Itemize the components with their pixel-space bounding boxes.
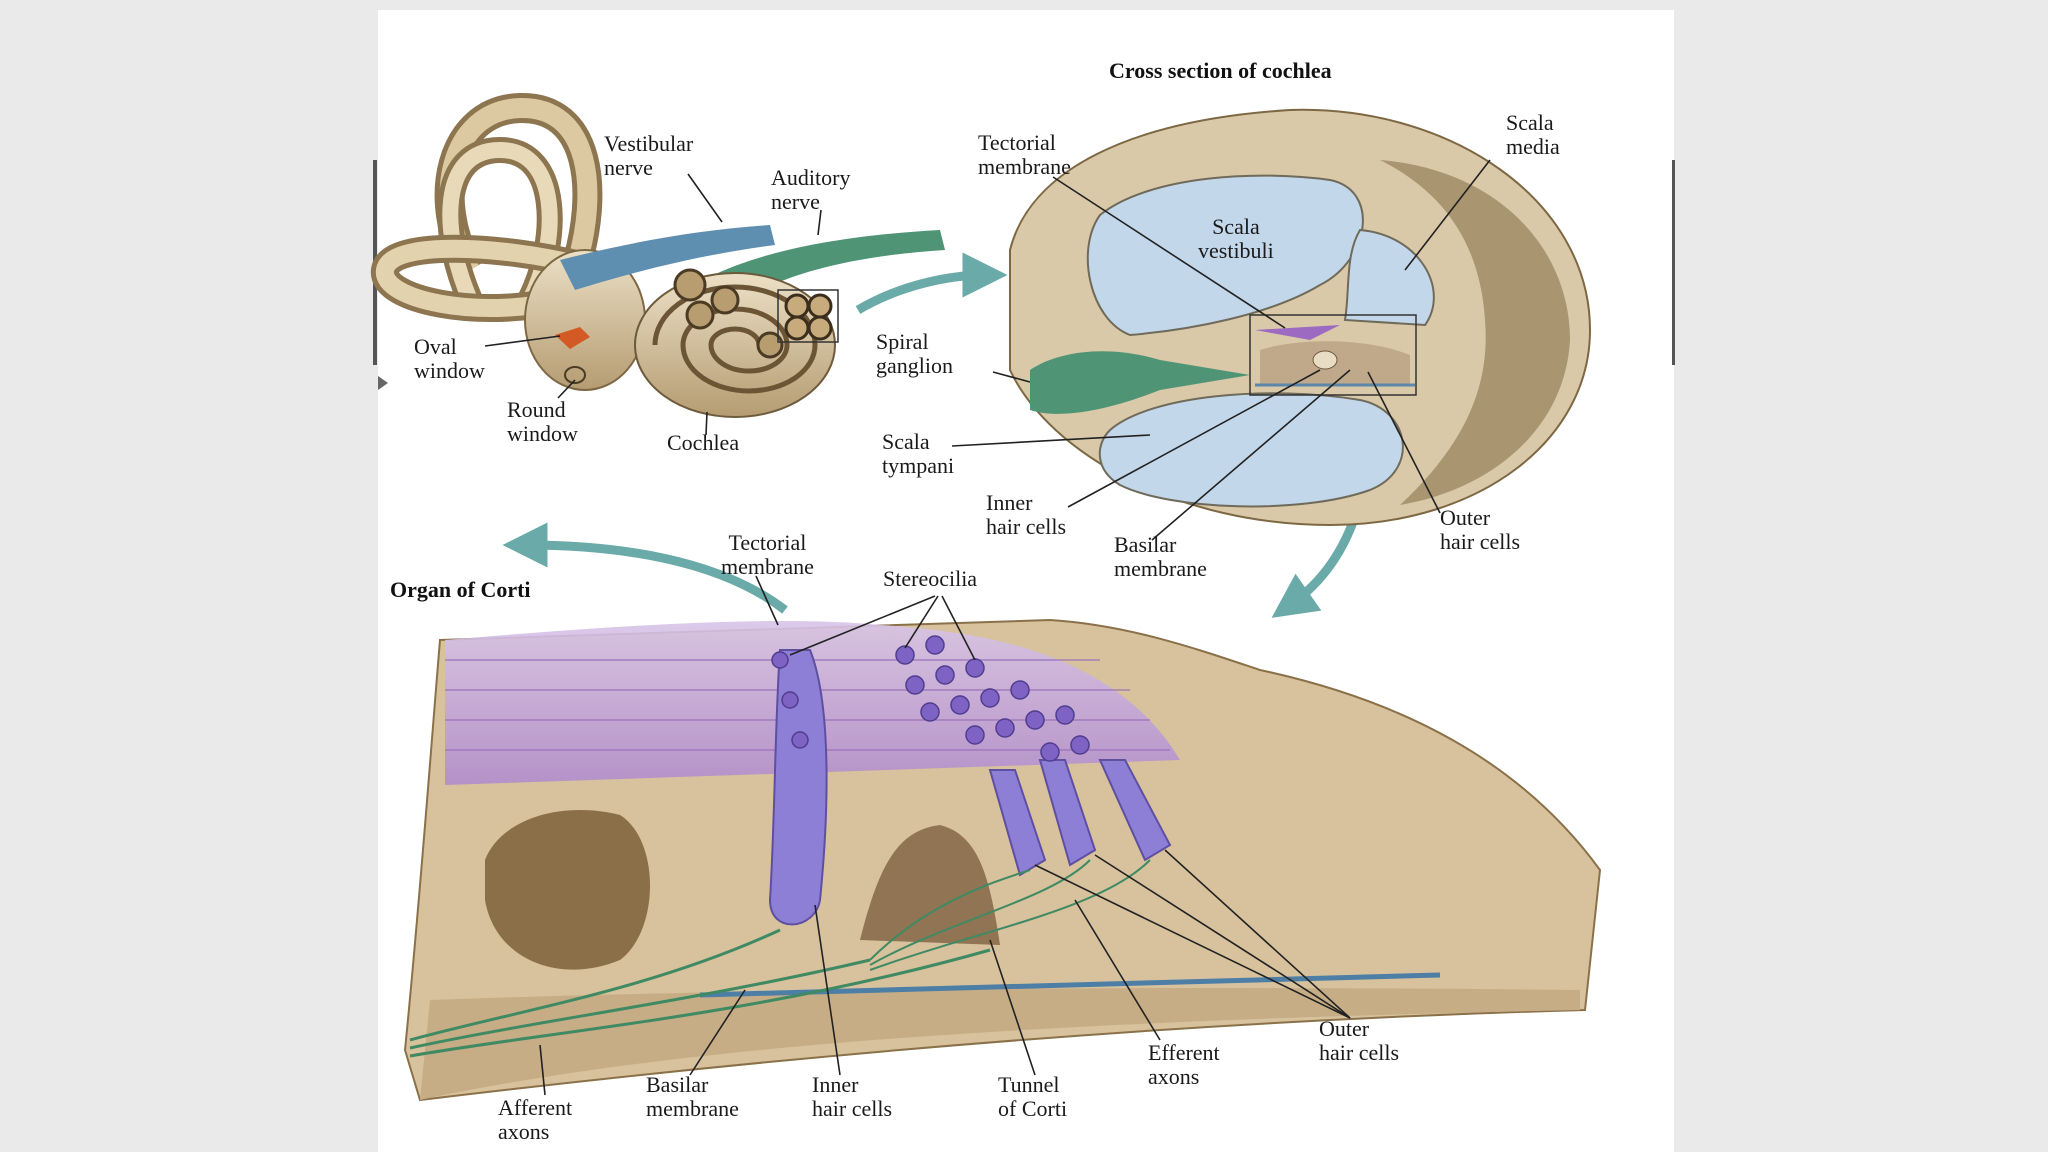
inner-ear-illustration xyxy=(371,92,945,418)
spiral-ganglion-fibers xyxy=(1030,351,1250,414)
arrow-to-cross-section xyxy=(855,252,1008,314)
tunnel-of-corti xyxy=(860,825,1000,945)
afferent-axon-bundle xyxy=(409,928,991,1058)
label-afferent-axons: Afferent axons xyxy=(498,1095,573,1144)
label-cochlea: Cochlea xyxy=(667,430,740,455)
label-oval-window: Oval window xyxy=(414,334,485,383)
label-vestibular-nerve: Vestibular nerve xyxy=(604,131,694,180)
label-inner-hair-cells-cross: Inner hair cells xyxy=(986,490,1067,539)
spiral-ligament xyxy=(1380,160,1570,505)
label-scala-vestibuli: Scala vestibuli xyxy=(1198,214,1274,263)
label-scala-tympani: Scala tympani xyxy=(882,429,955,478)
arrow-organ-return xyxy=(502,522,788,614)
scala-vestibuli xyxy=(1086,174,1364,337)
label-tectorial-membrane-organ: Tectorial membrane xyxy=(721,530,814,579)
label-spiral-ganglion: Spiral ganglion xyxy=(876,329,953,378)
label-auditory-nerve: Auditory nerve xyxy=(771,165,851,214)
cross-section-illustration xyxy=(1009,108,1592,527)
label-stereocilia: Stereocilia xyxy=(883,566,978,591)
inner-sulcus xyxy=(485,810,650,970)
scala-media xyxy=(1343,228,1435,327)
label-efferent-axons: Efferent axons xyxy=(1148,1040,1220,1089)
outer-hair-cell-2 xyxy=(1038,759,1097,867)
label-outer-hair-cells-organ: Outer hair cells xyxy=(1319,1016,1400,1065)
tissue-lower xyxy=(420,988,1580,1100)
edge-arrow-icon xyxy=(378,376,388,390)
vestibular-nerve-fibers xyxy=(560,225,775,290)
label-scala-media: Scala media xyxy=(1506,110,1560,159)
inner-hair-cell xyxy=(768,649,828,926)
right-edge-bar xyxy=(1672,160,1675,365)
cochlea-inset-box xyxy=(777,289,839,343)
outer-hair-cell-1 xyxy=(988,769,1047,877)
organ-inset-box xyxy=(1249,314,1417,396)
scala-tympani xyxy=(1098,392,1404,508)
efferent-axon-bundle xyxy=(869,859,1151,971)
label-inner-hair-cells-organ: Inner hair cells xyxy=(812,1072,893,1121)
tectorial-membrane-small xyxy=(1255,325,1340,340)
oval-window-marker xyxy=(555,327,590,349)
organ-of-corti-title: Organ of Corti xyxy=(390,577,531,602)
label-outer-hair-cells-cross: Outer hair cells xyxy=(1440,505,1521,554)
outer-hair-cell-3 xyxy=(1098,759,1172,862)
label-tunnel-of-corti: Tunnel of Corti xyxy=(998,1072,1068,1121)
leader-lines xyxy=(484,159,1491,1096)
label-basilar-membrane-cross: Basilar membrane xyxy=(1114,532,1207,581)
cross-section-title: Cross section of cochlea xyxy=(1109,58,1332,83)
organ-of-corti-illustration xyxy=(403,618,1602,1102)
stereocilia-cluster xyxy=(771,635,1090,762)
label-tectorial-membrane-cross: Tectorial membrane xyxy=(978,130,1071,179)
label-round-window: Round window xyxy=(507,397,578,446)
label-basilar-membrane-organ: Basilar membrane xyxy=(646,1072,739,1121)
round-window-marker xyxy=(564,366,586,384)
